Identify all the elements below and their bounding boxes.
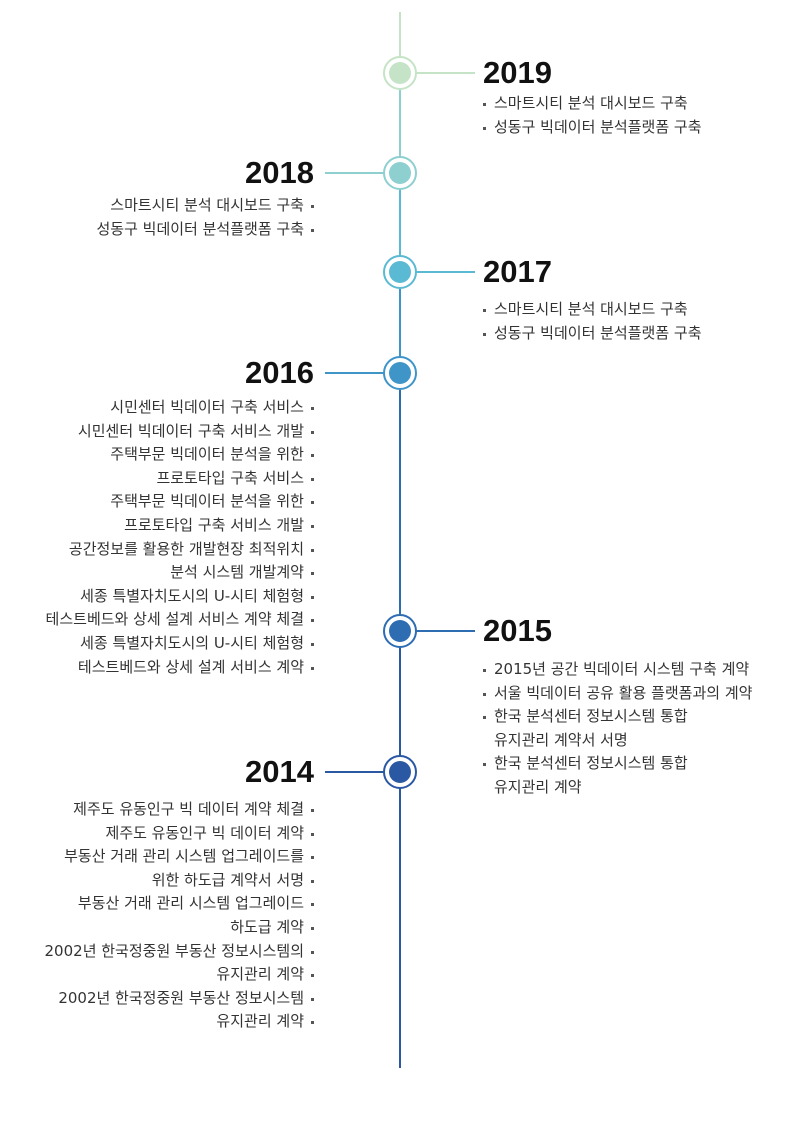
year-label: 2014 — [245, 754, 314, 789]
event-item-text: 위한 하도급 계약서 서명 — [151, 870, 304, 889]
event-item-text: 시민센터 빅데이터 구축 서비스 — [110, 398, 304, 416]
year-label: 2018 — [245, 155, 314, 190]
event-item: 부동산 거래 관리 시스템 업그레이드 — [45, 892, 315, 916]
event-item-text: 스마트시티 분석 대시보드 구축 — [494, 94, 688, 112]
event-item: 부동산 거래 관리 시스템 업그레이드를 — [45, 845, 315, 869]
event-item: 세종 특별자치도시의 U-시티 체험형 — [46, 632, 315, 656]
event-item-text: 분석 시스템 개발계약 — [170, 563, 304, 582]
event-item-text: 유지관리 계약 — [494, 777, 582, 796]
event-item: 스마트시티 분석 대시보드 구축 — [482, 298, 702, 322]
event-item-text: 성동구 빅데이터 분석플랫폼 구축 — [96, 219, 304, 238]
event-item: 주택부문 빅데이터 분석을 위한 — [46, 490, 315, 514]
event-item: 유지관리 계약 — [45, 1010, 315, 1034]
event-item: 분석 시스템 개발계약 — [46, 561, 315, 585]
event-item: 2002년 한국정중원 부동산 정보시스템 — [45, 987, 315, 1011]
event-item: 성동구 빅데이터 분석플랫폼 구축 — [482, 116, 702, 140]
event-item-text: 부동산 거래 관리 시스템 업그레이드를 — [64, 847, 304, 866]
event-item-text: 한국 분석센터 정보시스템 통합 — [494, 754, 688, 773]
event-item-text: 세종 특별자치도시의 U-시티 체험형 — [80, 633, 304, 652]
event-item-text: 시민센터 빅데이터 구축 서비스 개발 — [77, 421, 304, 440]
event-item: 2015년 공간 빅데이터 시스템 구축 계약 — [482, 658, 752, 682]
event-item: 성동구 빅데이터 분석플랫폼 구축 — [96, 218, 314, 242]
event-item-text: 하도급 계약 — [230, 917, 304, 936]
year-node-dot — [389, 362, 411, 384]
event-item: 유지관리 계약 — [45, 963, 315, 987]
year-label: 2016 — [245, 355, 314, 390]
event-item-text: 2015년 공간 빅데이터 시스템 구축 계약 — [494, 660, 750, 678]
event-item: 시민센터 빅데이터 구축 서비스 — [46, 396, 315, 420]
year-node-dot — [389, 620, 411, 642]
event-item: 프로토타입 구축 서비스 — [46, 467, 315, 491]
event-item-text: 2002년 한국정중원 부동산 정보시스템의 — [44, 941, 304, 960]
event-item-text: 테스트베드와 상세 설계 서비스 계약 — [77, 657, 304, 676]
event-item: 스마트시티 분석 대시보드 구축 — [96, 194, 314, 218]
year-node-dot — [389, 62, 411, 84]
year-node-dot — [389, 162, 411, 184]
year-node-dot — [389, 761, 411, 783]
event-item: 성동구 빅데이터 분석플랫폼 구축 — [482, 322, 702, 346]
event-item-text: 제주도 유동인구 빅 데이터 계약 — [105, 823, 304, 842]
event-item: 시민센터 빅데이터 구축 서비스 개발 — [46, 420, 315, 444]
year-label: 2017 — [483, 254, 552, 289]
event-item: 세종 특별자치도시의 U-시티 체험형 — [46, 585, 315, 609]
event-item-text: 서울 빅데이터 공유 활용 플랫폼과의 계약 — [494, 683, 753, 702]
event-item: 서울 빅데이터 공유 활용 플랫폼과의 계약 — [482, 682, 752, 706]
event-item-text: 테스트베드와 상세 설계 서비스 계약 체결 — [45, 610, 304, 629]
year-label: 2019 — [483, 55, 552, 90]
event-item: 공간정보를 활용한 개발현장 최적위치 — [46, 538, 315, 562]
event-item-text: 스마트시티 분석 대시보드 구축 — [494, 300, 688, 318]
event-item-text: 주택부문 빅데이터 분석을 위한 — [110, 492, 304, 511]
event-item-text: 성동구 빅데이터 분석플랫폼 구축 — [494, 323, 702, 342]
event-item: 테스트베드와 상세 설계 서비스 계약 — [46, 656, 315, 680]
event-item: 제주도 유동인구 빅 데이터 계약 — [45, 822, 315, 846]
event-item-text: 주택부문 빅데이터 분석을 위한 — [110, 445, 304, 464]
event-item-text: 세종 특별자치도시의 U-시티 체험형 — [80, 586, 304, 605]
event-item: 위한 하도급 계약서 서명 — [45, 869, 315, 893]
event-item: 테스트베드와 상세 설계 서비스 계약 체결 — [45, 608, 315, 632]
year-label: 2015 — [483, 613, 552, 648]
event-item-text: 프로토타입 구축 서비스 — [156, 468, 304, 487]
event-item-text: 한국 분석센터 정보시스템 통합 — [494, 707, 688, 726]
event-item: 프로토타입 구축 서비스 개발 — [46, 514, 315, 538]
event-item-text: 프로토타입 구축 서비스 개발 — [124, 515, 304, 534]
event-item-text: 공간정보를 활용한 개발현장 최적위치 — [68, 539, 304, 558]
event-item-text: 스마트시티 분석 대시보드 구축 — [110, 196, 304, 214]
event-item-text: 성동구 빅데이터 분석플랫폼 구축 — [494, 117, 702, 136]
event-item: 2002년 한국정중원 부동산 정보시스템의 — [44, 940, 315, 964]
year-node-dot — [389, 261, 411, 283]
event-item-text: 2002년 한국정중원 부동산 정보시스템 — [58, 988, 304, 1007]
event-item-text: 부동산 거래 관리 시스템 업그레이드 — [77, 894, 304, 913]
event-item: 스마트시티 분석 대시보드 구축 — [482, 92, 702, 116]
event-item-text: 제주도 유동인구 빅 데이터 계약 체결 — [73, 800, 304, 818]
event-item-text: 유지관리 계약서 서명 — [494, 730, 628, 749]
event-item-text: 유지관리 계약 — [216, 965, 304, 984]
event-item-text: 유지관리 계약 — [216, 1012, 304, 1031]
event-item: 제주도 유동인구 빅 데이터 계약 체결 — [45, 798, 315, 822]
event-item: 주택부문 빅데이터 분석을 위한 — [46, 443, 315, 467]
event-item: 하도급 계약 — [45, 916, 315, 940]
